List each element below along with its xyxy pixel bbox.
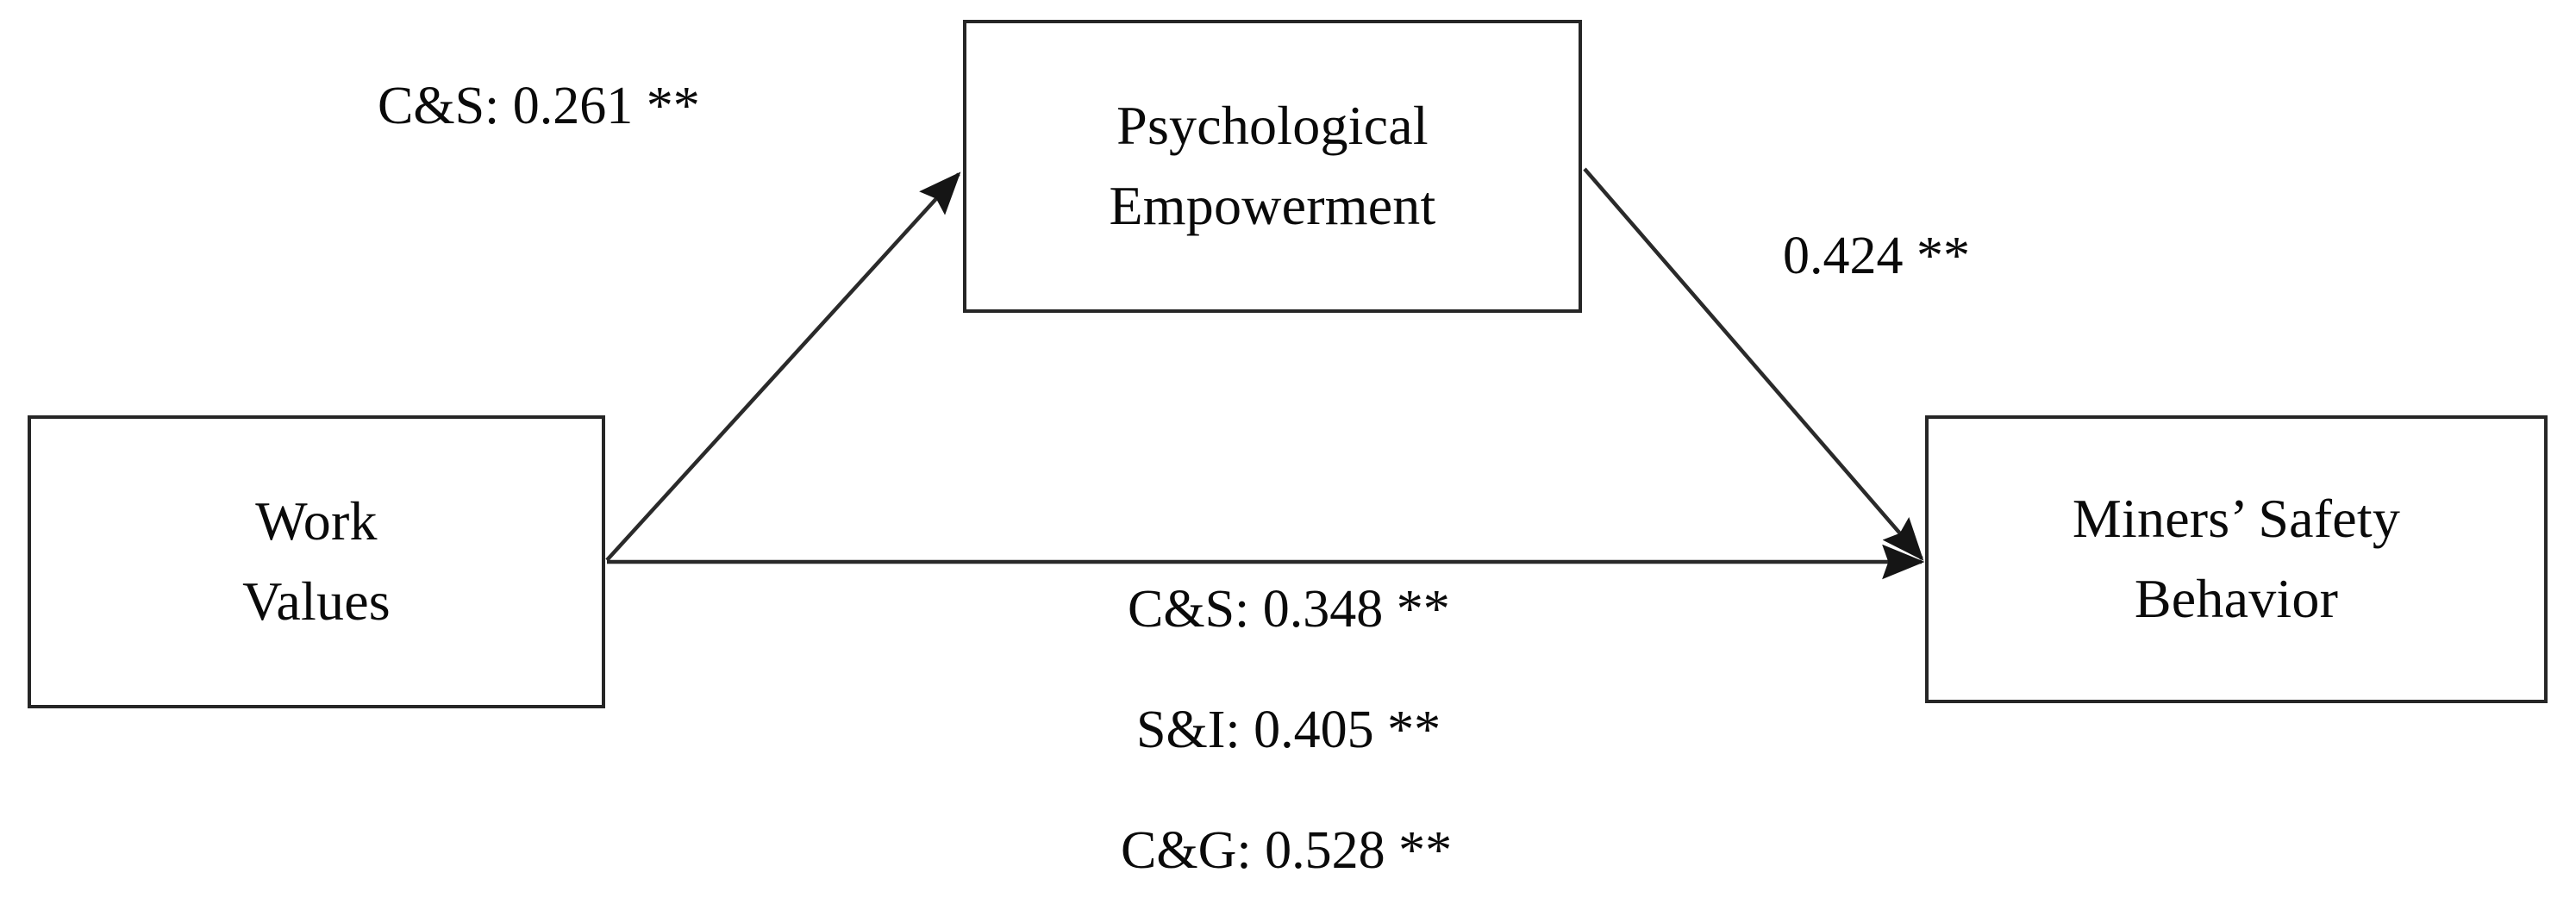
edge-work-values-to-psychological-empowerment — [605, 171, 961, 562]
node-miners-safety-behavior: Miners’ Safety Behavior — [1925, 415, 2548, 703]
node-miners-safety-behavior-line-1: Miners’ Safety — [2072, 488, 2401, 550]
edge-label-work-values-to-miners-safety-behavior-cs: C&S: 0.348 ** — [1128, 580, 1450, 639]
edge-label-work-values-to-miners-safety-behavior-si: S&I: 0.405 ** — [1136, 701, 1441, 759]
node-psychological-empowerment: Psychological Empowerment — [963, 20, 1582, 313]
node-work-values: Work Values — [28, 415, 605, 708]
edge-label-psychological-empowerment-to-miners-safety-behavior: 0.424 ** — [1783, 227, 1970, 285]
edge-psychological-empowerment-to-miners-safety-behavior — [1583, 167, 1924, 561]
node-psychological-empowerment-line-1: Psychological — [1116, 95, 1429, 157]
node-work-values-line-2: Values — [242, 570, 391, 632]
edge-label-work-values-to-miners-safety-behavior-cg: C&G: 0.528 ** — [1121, 821, 1453, 880]
node-psychological-empowerment-line-2: Empowerment — [1109, 175, 1436, 236]
edge-label-work-values-to-psychological-empowerment: C&S: 0.261 ** — [378, 77, 700, 135]
node-work-values-line-1: Work — [255, 490, 378, 552]
node-miners-safety-behavior-line-2: Behavior — [2134, 568, 2339, 629]
